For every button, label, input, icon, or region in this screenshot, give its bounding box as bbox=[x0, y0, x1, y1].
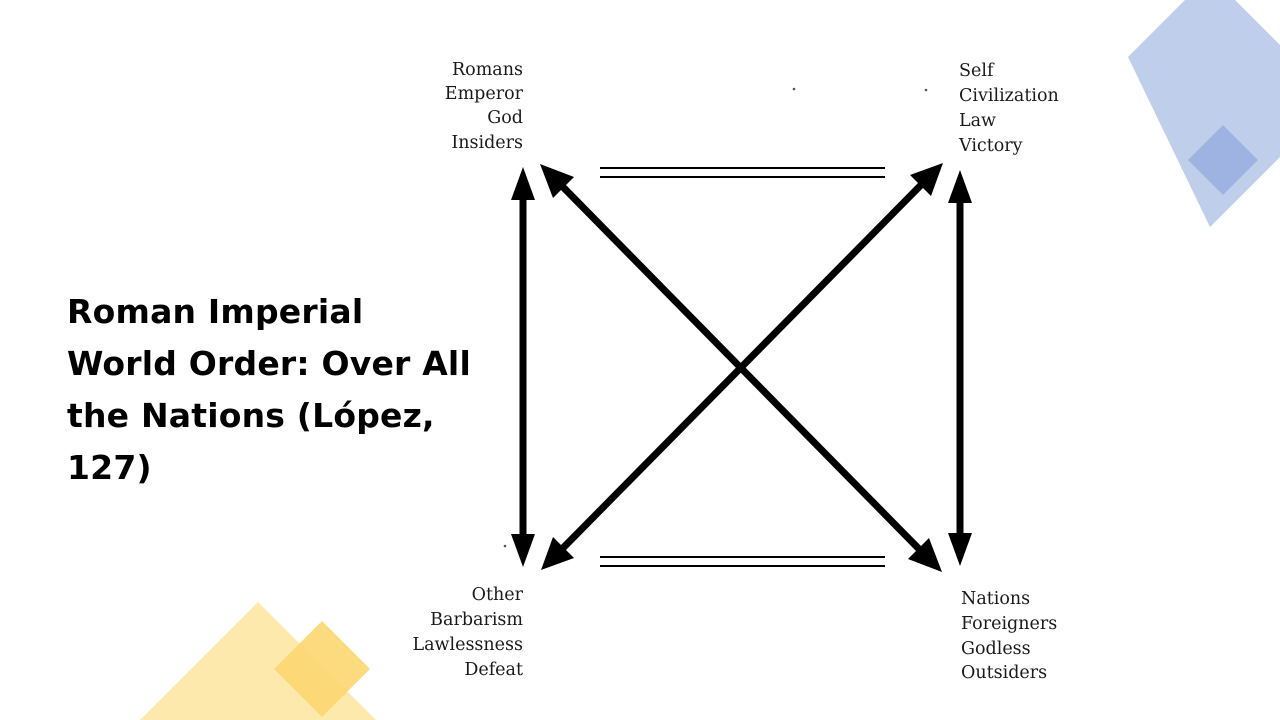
title-line: World Order: Over All bbox=[67, 344, 471, 383]
label-barbarism: Barbarism bbox=[430, 610, 523, 630]
label-group-top-right: Self Civilization Law Victory bbox=[958, 61, 1059, 156]
opposition-line-top bbox=[600, 167, 885, 178]
arrow-left-vertical bbox=[511, 167, 535, 567]
opposition-line-bottom bbox=[600, 556, 885, 567]
label-outsiders: Outsiders bbox=[961, 663, 1047, 683]
label-god: God bbox=[487, 108, 523, 128]
label-civilization: Civilization bbox=[959, 86, 1059, 106]
label-godless: Godless bbox=[961, 639, 1031, 659]
title-line: Roman Imperial bbox=[67, 292, 364, 331]
label-self: Self bbox=[959, 61, 995, 81]
label-emperor: Emperor bbox=[445, 84, 524, 104]
label-group-top-left: Romans Emperor God Insiders bbox=[445, 60, 524, 153]
label-nations: Nations bbox=[961, 589, 1030, 609]
label-romans: Romans bbox=[452, 60, 523, 80]
label-other: Other bbox=[472, 585, 524, 605]
label-lawlessness: Lawlessness bbox=[412, 635, 523, 655]
title-line: 127) bbox=[67, 448, 152, 487]
title-line: the Nations (López, bbox=[67, 396, 435, 435]
label-insiders: Insiders bbox=[451, 133, 523, 153]
slide-title: Roman Imperial World Order: Over All the… bbox=[67, 286, 497, 494]
scan-speck bbox=[792, 87, 796, 91]
arrow-right-vertical bbox=[948, 170, 972, 566]
label-defeat: Defeat bbox=[464, 660, 523, 680]
arrow-diagonal-bottomleft-topright bbox=[541, 163, 943, 570]
scan-speck bbox=[924, 88, 928, 92]
label-foreigners: Foreigners bbox=[961, 614, 1057, 634]
deco-blue-diamond-small bbox=[1188, 125, 1258, 195]
label-law: Law bbox=[959, 111, 996, 131]
label-victory: Victory bbox=[958, 136, 1023, 156]
label-group-bottom-left: Other Barbarism Lawlessness Defeat bbox=[412, 585, 523, 680]
scan-speck bbox=[503, 544, 507, 548]
deco-yellow-diamond-small bbox=[274, 621, 370, 717]
label-group-bottom-right: Nations Foreigners Godless Outsiders bbox=[961, 589, 1057, 683]
